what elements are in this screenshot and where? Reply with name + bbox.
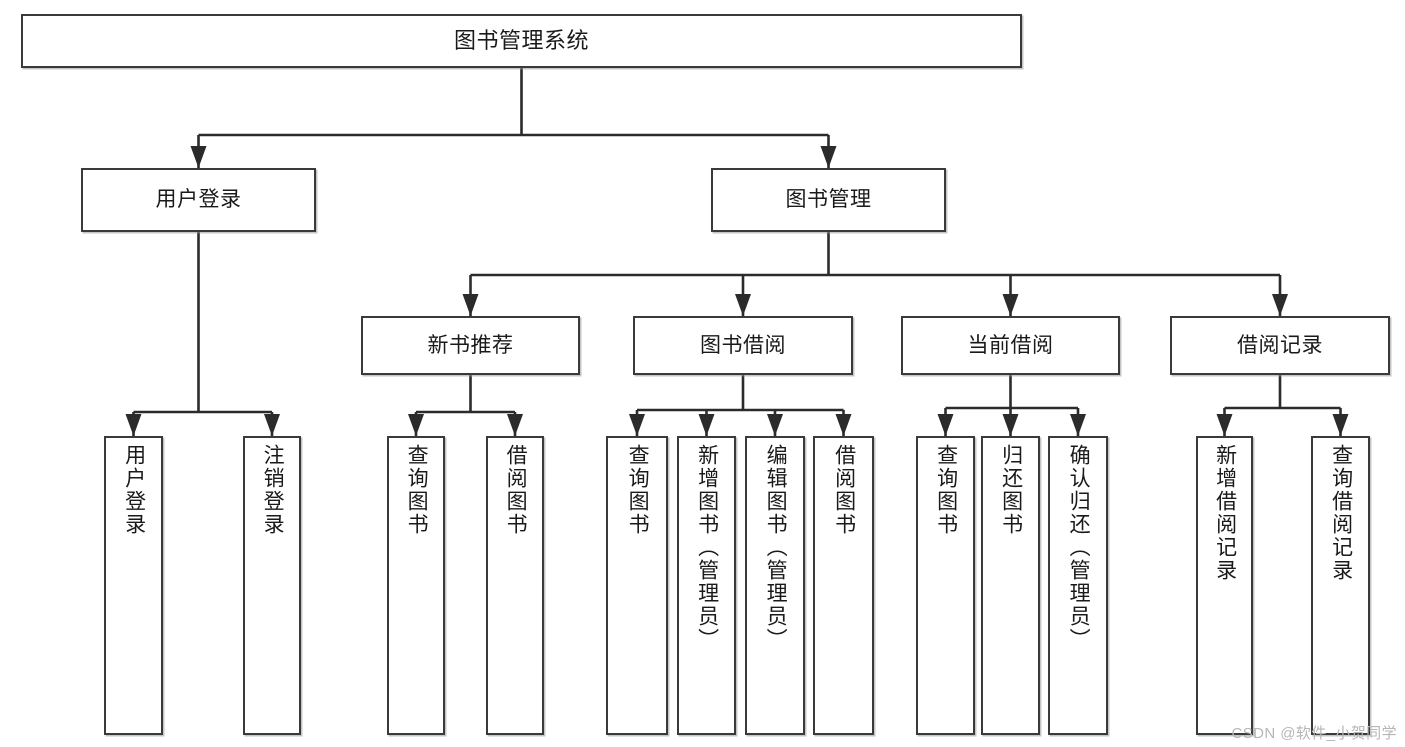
arrowhead-leaf-bw-edit <box>767 414 783 436</box>
node-login[interactable]: 用户登录 <box>81 168 316 232</box>
node-label: 当前借阅 <box>967 333 1054 357</box>
node-label: 查询图书 <box>405 444 429 536</box>
node-label: 编辑图书（管理员） <box>764 444 788 651</box>
node-leaf-bw-edit[interactable]: 编辑图书（管理员） <box>745 436 805 735</box>
arrowhead-leaf-nb-query <box>408 414 424 436</box>
node-leaf-rec-add[interactable]: 新增借阅记录 <box>1196 436 1253 735</box>
node-leaf-nb-query[interactable]: 查询图书 <box>387 436 445 735</box>
arrowhead-leaf-logout <box>264 414 280 436</box>
node-label: 图书管理 <box>785 188 872 212</box>
node-label: 图书借阅 <box>700 333 786 357</box>
arrowhead-leaf-nb-borrow <box>507 414 523 436</box>
node-label: 新增借阅记录 <box>1213 444 1237 582</box>
arrowhead-current <box>1002 294 1019 316</box>
node-label: 用户登录 <box>155 188 242 212</box>
arrowhead-login <box>190 146 207 168</box>
node-label: 借阅图书 <box>832 444 856 536</box>
node-leaf-cur-return[interactable]: 归还图书 <box>981 436 1040 735</box>
node-leaf-logout[interactable]: 注销登录 <box>243 436 301 735</box>
arrowhead-newbook <box>462 294 479 316</box>
node-label: 新书推荐 <box>427 333 514 357</box>
node-label: 借阅记录 <box>1237 333 1323 357</box>
node-label: 新增图书（管理员） <box>695 444 719 651</box>
arrowhead-leaf-user-login <box>125 414 142 436</box>
node-current[interactable]: 当前借阅 <box>901 316 1120 375</box>
node-label: 确认归还（管理员） <box>1067 444 1091 651</box>
node-borrow[interactable]: 图书借阅 <box>633 316 853 375</box>
node-label: 用户登录 <box>122 444 146 536</box>
node-leaf-nb-borrow[interactable]: 借阅图书 <box>486 436 544 735</box>
node-leaf-cur-confirm[interactable]: 确认归还（管理员） <box>1048 436 1108 735</box>
node-label: 归还图书 <box>999 444 1023 536</box>
node-leaf-bw-borrow[interactable]: 借阅图书 <box>813 436 874 735</box>
node-leaf-user-login[interactable]: 用户登录 <box>104 436 163 735</box>
arrowhead-leaf-rec-add <box>1216 414 1233 436</box>
node-newbook[interactable]: 新书推荐 <box>361 316 580 375</box>
arrowhead-leaf-bw-query <box>629 414 645 436</box>
arrowhead-bookmgmt <box>820 146 837 168</box>
arrowhead-leaf-bw-add <box>698 414 715 436</box>
node-leaf-cur-query[interactable]: 查询图书 <box>916 436 975 735</box>
node-label: 注销登录 <box>261 444 285 536</box>
arrowhead-records <box>1272 294 1288 316</box>
node-label: 借阅图书 <box>504 444 528 536</box>
node-label: 图书管理系统 <box>453 27 589 53</box>
node-label: 查询图书 <box>626 444 650 536</box>
node-label: 查询借阅记录 <box>1329 444 1353 582</box>
node-records[interactable]: 借阅记录 <box>1170 316 1390 375</box>
arrowhead-leaf-cur-query <box>937 414 954 436</box>
arrowhead-leaf-cur-confirm <box>1070 414 1086 436</box>
node-root[interactable]: 图书管理系统 <box>21 14 1022 68</box>
node-leaf-bw-add[interactable]: 新增图书（管理员） <box>677 436 736 735</box>
arrowhead-borrow <box>735 294 751 316</box>
node-bookmgmt[interactable]: 图书管理 <box>711 168 946 232</box>
arrowhead-leaf-cur-return <box>1002 414 1019 436</box>
node-leaf-bw-query[interactable]: 查询图书 <box>606 436 668 735</box>
node-leaf-rec-query[interactable]: 查询借阅记录 <box>1311 436 1370 735</box>
arrowhead-leaf-rec-query <box>1332 414 1349 436</box>
arrowhead-leaf-bw-borrow <box>835 414 852 436</box>
node-label: 查询图书 <box>934 444 958 536</box>
